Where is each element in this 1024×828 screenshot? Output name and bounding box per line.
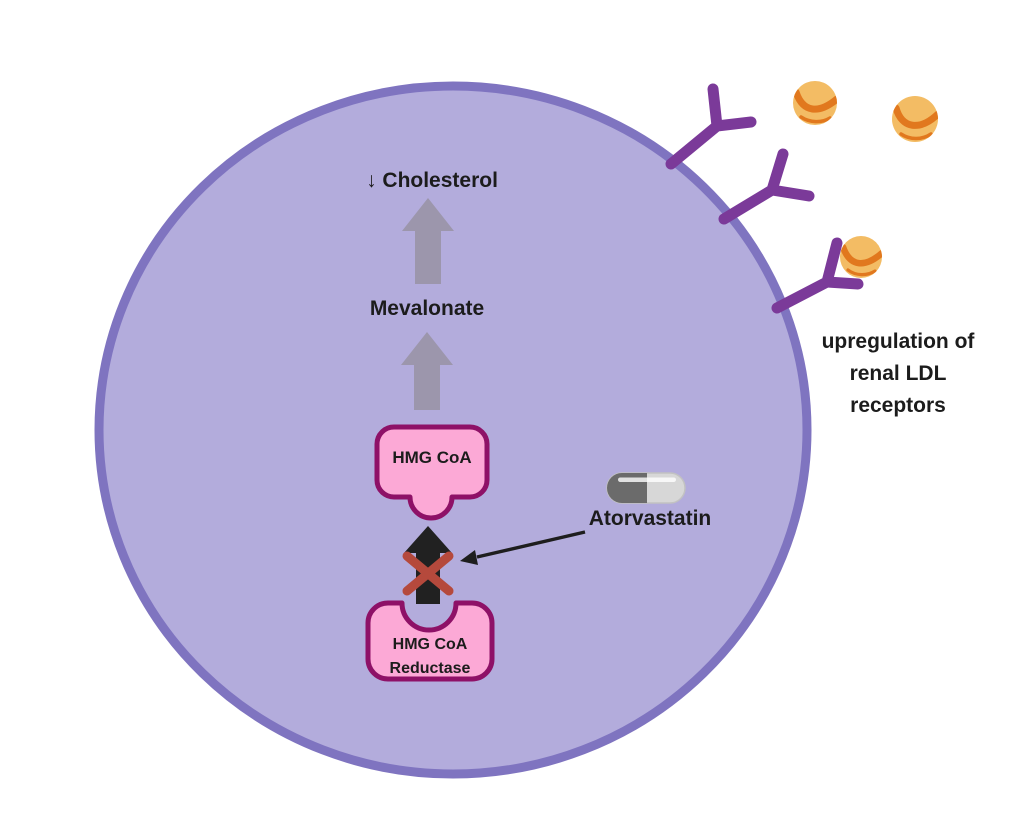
y-shaped-ldl-receptor-icon <box>718 148 815 225</box>
hmg-coa-reductase-shape <box>365 600 495 682</box>
drug-pointer-arrow <box>460 530 586 565</box>
pathway-arrow-to-mevalonate <box>401 332 453 410</box>
ldl-particle-icon <box>892 96 938 142</box>
pathway-arrow-to-cholesterol <box>402 198 454 284</box>
y-shaped-ldl-receptor-icon <box>665 83 757 170</box>
mevalonate-label: Mevalonate <box>369 297 485 320</box>
atorvastatin-label: Atorvastatin <box>588 507 712 530</box>
capsule-pill-icon <box>606 472 686 504</box>
ldl-particle-icon <box>840 236 882 278</box>
cholesterol-label: ↓ Cholesterol <box>366 169 498 192</box>
ldl-upregulation-caption: upregulation of renal LDL receptors <box>821 330 975 417</box>
inhibition-cross-icon <box>402 551 454 596</box>
hmg-coa-label: HMG CoA <box>392 448 472 467</box>
hmg-coa-substrate-shape <box>374 424 490 521</box>
ldl-particle-icon <box>793 81 837 125</box>
y-shaped-ldl-receptor-icon <box>771 237 864 314</box>
hmg-coa-reductase-label: HMG CoA Reductase <box>389 636 471 677</box>
